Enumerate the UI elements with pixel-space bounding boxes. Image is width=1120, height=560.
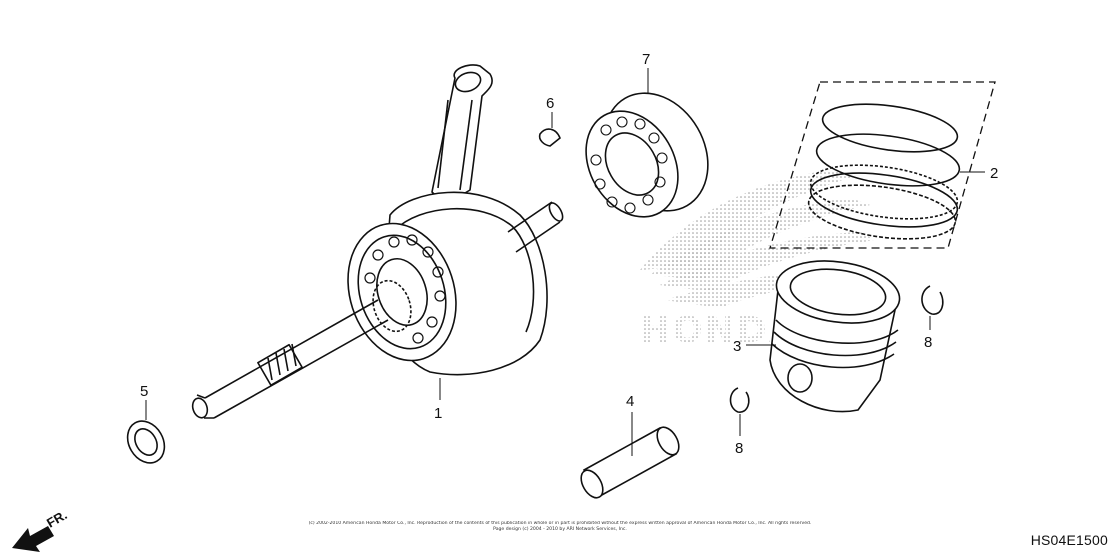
piston-ring-set-drawing[interactable]	[769, 81, 996, 249]
piston-pin-clip-drawing[interactable]	[729, 285, 944, 413]
ball-bearing-drawing[interactable]	[568, 74, 729, 233]
callout-piston-pin-clip-right: 8	[924, 334, 932, 351]
woodruff-key-drawing[interactable]	[538, 128, 561, 147]
callout-piston: 3	[733, 338, 741, 355]
piston-pin-drawing[interactable]	[577, 424, 684, 502]
callout-crankshaft: 1	[434, 405, 442, 422]
callout-piston-pin-clip-left: 8	[735, 440, 743, 457]
honda-watermark-text: HONDA	[640, 310, 799, 351]
callout-piston-ring-set: 2	[990, 165, 998, 182]
washer-drawing[interactable]	[120, 414, 171, 469]
crankshaft-drawing[interactable]	[190, 64, 565, 420]
copyright-line-2: Page design (c) 2004 - 2010 by ARI Netwo…	[493, 527, 627, 532]
callout-piston-pin: 4	[626, 393, 634, 410]
copyright-line-1: (c) 2002-2010 American Honda Motor Co., …	[308, 521, 812, 526]
piston-drawing[interactable]	[769, 254, 904, 413]
front-direction-arrow: FR.	[12, 507, 70, 552]
copyright-notice: (c) 2002-2010 American Honda Motor Co., …	[300, 521, 820, 533]
diagram-code: HS04E1500	[1030, 532, 1108, 548]
leader-lines	[145, 68, 985, 456]
callout-ball-bearing: 7	[642, 51, 650, 68]
callout-washer: 5	[140, 383, 148, 400]
callout-numbers: 1 2 3 4 5 6 7 8 8	[140, 51, 998, 457]
callout-woodruff-key: 6	[546, 95, 554, 112]
